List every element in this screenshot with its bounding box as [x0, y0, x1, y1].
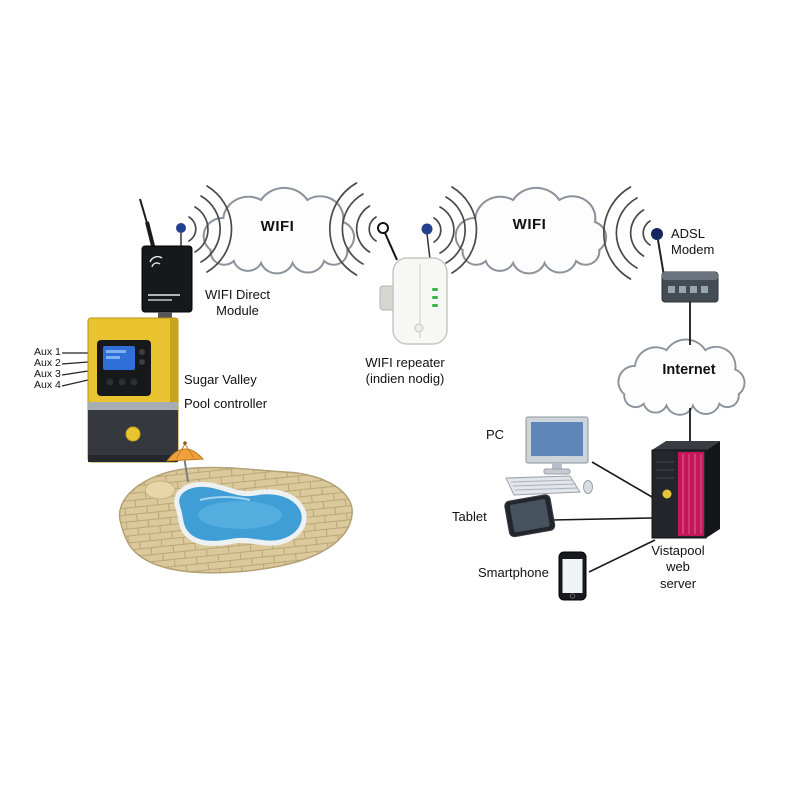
modem-port	[679, 286, 686, 293]
module-label: WIFI Direct Module	[205, 287, 270, 319]
module-logo-icon	[149, 255, 163, 263]
smartphone-home-button	[569, 593, 576, 599]
controller-button	[118, 378, 126, 386]
module-antenna-dot	[176, 223, 186, 233]
module-text-line	[148, 294, 180, 296]
controller-button	[139, 359, 145, 365]
pc-to-server-line	[591, 461, 653, 498]
pc-label: PC	[486, 427, 505, 442]
repeater-led	[432, 288, 438, 291]
controller-divider	[88, 402, 178, 410]
controller-button	[106, 378, 114, 386]
tablet-label: Tablet	[452, 509, 487, 524]
adsl-modem-device	[651, 228, 719, 303]
aux-4-label: Aux 4	[34, 379, 61, 391]
controller-button	[139, 349, 145, 355]
wifi-waves-repeater-to-cloud	[433, 186, 478, 274]
wifi-direct-module-device	[139, 198, 193, 326]
module-antenna-tip	[139, 198, 148, 224]
modem-antenna-stick	[657, 239, 665, 277]
smartphone-label: Smartphone	[478, 565, 549, 580]
wifi-right-label: WIFI	[512, 216, 547, 233]
modem-top-face	[662, 272, 718, 280]
umbrella-finial	[183, 441, 187, 445]
repeater-led	[432, 304, 438, 307]
repeater-led	[432, 296, 438, 299]
smartphone-screen	[562, 559, 583, 593]
sand-patch	[144, 480, 176, 500]
smartphone-to-server-line	[588, 539, 656, 573]
pc-mouse	[583, 480, 593, 494]
tablet-screen	[509, 499, 550, 533]
controller-edge	[170, 318, 178, 462]
adsl-modem-label: ADSL Modem	[671, 226, 715, 258]
pool-controller-device	[87, 317, 179, 463]
repeater-antenna-stick	[384, 232, 398, 261]
aux-3-label: Aux 3	[34, 368, 61, 380]
module-body	[141, 245, 193, 313]
server-logo-dot	[662, 489, 672, 499]
controller-button	[130, 378, 138, 386]
repeater-antenna-ring	[377, 222, 389, 234]
server-label: Vistapool web server	[651, 543, 705, 591]
pool-scene	[118, 441, 353, 574]
repeater-wps-button	[414, 323, 424, 333]
aux-1-label: Aux 1	[34, 346, 61, 358]
controller-brand-label: Sugar Valley	[184, 372, 257, 387]
controller-logo-dot	[125, 426, 141, 442]
wifi-waves-cloud-to-repeater	[329, 182, 377, 276]
smartphone-device	[558, 551, 587, 601]
aux-wires	[61, 352, 89, 387]
server-led-panel	[678, 452, 704, 536]
modem-port	[701, 286, 708, 293]
server-side-face	[706, 441, 720, 538]
pool-water-highlight	[198, 501, 282, 529]
pc-stand-base	[543, 468, 571, 475]
modem-port	[690, 286, 697, 293]
aux-2-label: Aux 2	[34, 357, 61, 369]
repeater-antenna-dot	[421, 223, 433, 235]
controller-name-label: Pool controller	[184, 396, 268, 411]
internet-label: Internet	[662, 362, 716, 378]
web-server-device	[651, 441, 720, 539]
modem-port	[668, 286, 675, 293]
pc-stand	[552, 463, 562, 469]
tablet-to-server-line	[551, 517, 653, 521]
wifi-waves-module-to-cloud	[188, 185, 233, 273]
module-connector	[158, 312, 172, 318]
repeater-label: WIFI repeater (indien nodig)	[365, 355, 445, 387]
modem-antenna-ball	[651, 228, 663, 240]
tablet-device	[504, 494, 556, 538]
module-text-line	[148, 299, 172, 301]
module-antenna-base	[145, 221, 155, 247]
pc-screen	[531, 422, 583, 456]
pc-device	[505, 416, 593, 496]
wifi-repeater-device	[377, 222, 448, 345]
repeater-dot-antenna-stick	[426, 233, 431, 260]
wifi-left-label: WIFI	[260, 218, 295, 235]
server-top-face	[652, 441, 720, 450]
wifi-waves-cloud-to-modem	[603, 186, 651, 280]
